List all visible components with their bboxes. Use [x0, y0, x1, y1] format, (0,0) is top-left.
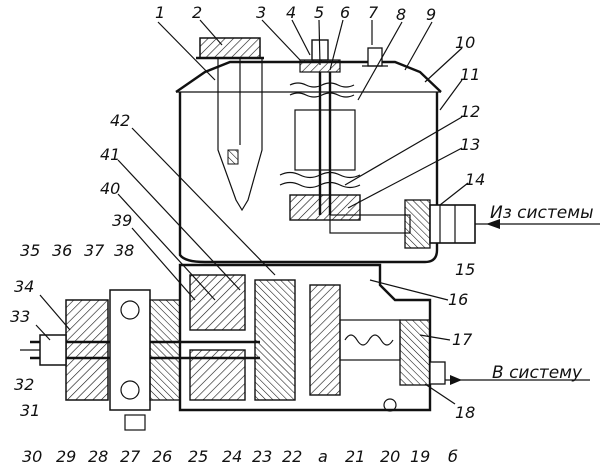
label-13: 13 [460, 135, 480, 154]
label-4: 4 [286, 3, 296, 22]
label-2: 2 [192, 3, 202, 22]
part-labels: 1 2 3 4 5 6 7 8 9 10 11 12 13 14 15 16 1… [10, 3, 594, 466]
label-16: 16 [448, 290, 468, 309]
label-18: 18 [455, 403, 475, 422]
label-3: 3 [256, 3, 266, 22]
label-b: б [448, 447, 458, 466]
label-19: 19 [410, 447, 430, 466]
pump-body [178, 263, 590, 412]
label-34: 34 [14, 277, 34, 296]
label-21: 21 [345, 447, 365, 466]
label-29: 29 [56, 447, 76, 466]
label-22: 22 [282, 447, 302, 466]
label-37: 37 [84, 241, 105, 260]
label-31: 31 [20, 401, 40, 420]
label-a: а [318, 447, 328, 466]
label-28: 28 [88, 447, 108, 466]
drive-shaft [20, 289, 260, 431]
label-39: 39 [112, 211, 132, 230]
valve-assembly [279, 39, 388, 221]
leader-lines [35, 19, 469, 405]
label-36: 36 [52, 241, 72, 260]
label-41: 41 [100, 145, 120, 164]
label-24: 24 [222, 447, 242, 466]
label-42: 42 [110, 111, 130, 130]
caption-to-system: В систему [492, 363, 583, 383]
caption-from-system: Из системы [490, 203, 594, 223]
label-14: 14 [465, 170, 485, 189]
label-8: 8 [396, 5, 406, 24]
label-20: 20 [380, 447, 400, 466]
label-35: 35 [20, 241, 40, 260]
label-7: 7 [368, 3, 379, 22]
label-1: 1 [155, 3, 165, 22]
label-27: 27 [120, 447, 141, 466]
label-26: 26 [152, 447, 172, 466]
label-33: 33 [10, 307, 30, 326]
inlet-fitting [329, 199, 600, 249]
label-11: 11 [460, 65, 480, 84]
label-30: 30 [22, 447, 42, 466]
label-10: 10 [455, 33, 475, 52]
label-40: 40 [100, 179, 120, 198]
label-6: 6 [340, 3, 350, 22]
label-5: 5 [314, 3, 324, 22]
label-25: 25 [188, 447, 208, 466]
filter-element [217, 58, 263, 212]
label-15: 15 [455, 260, 475, 279]
label-23: 23 [252, 447, 272, 466]
label-12: 12 [460, 102, 480, 121]
label-17: 17 [452, 330, 473, 349]
label-9: 9 [426, 5, 436, 24]
label-38: 38 [114, 241, 134, 260]
label-32: 32 [14, 375, 34, 394]
